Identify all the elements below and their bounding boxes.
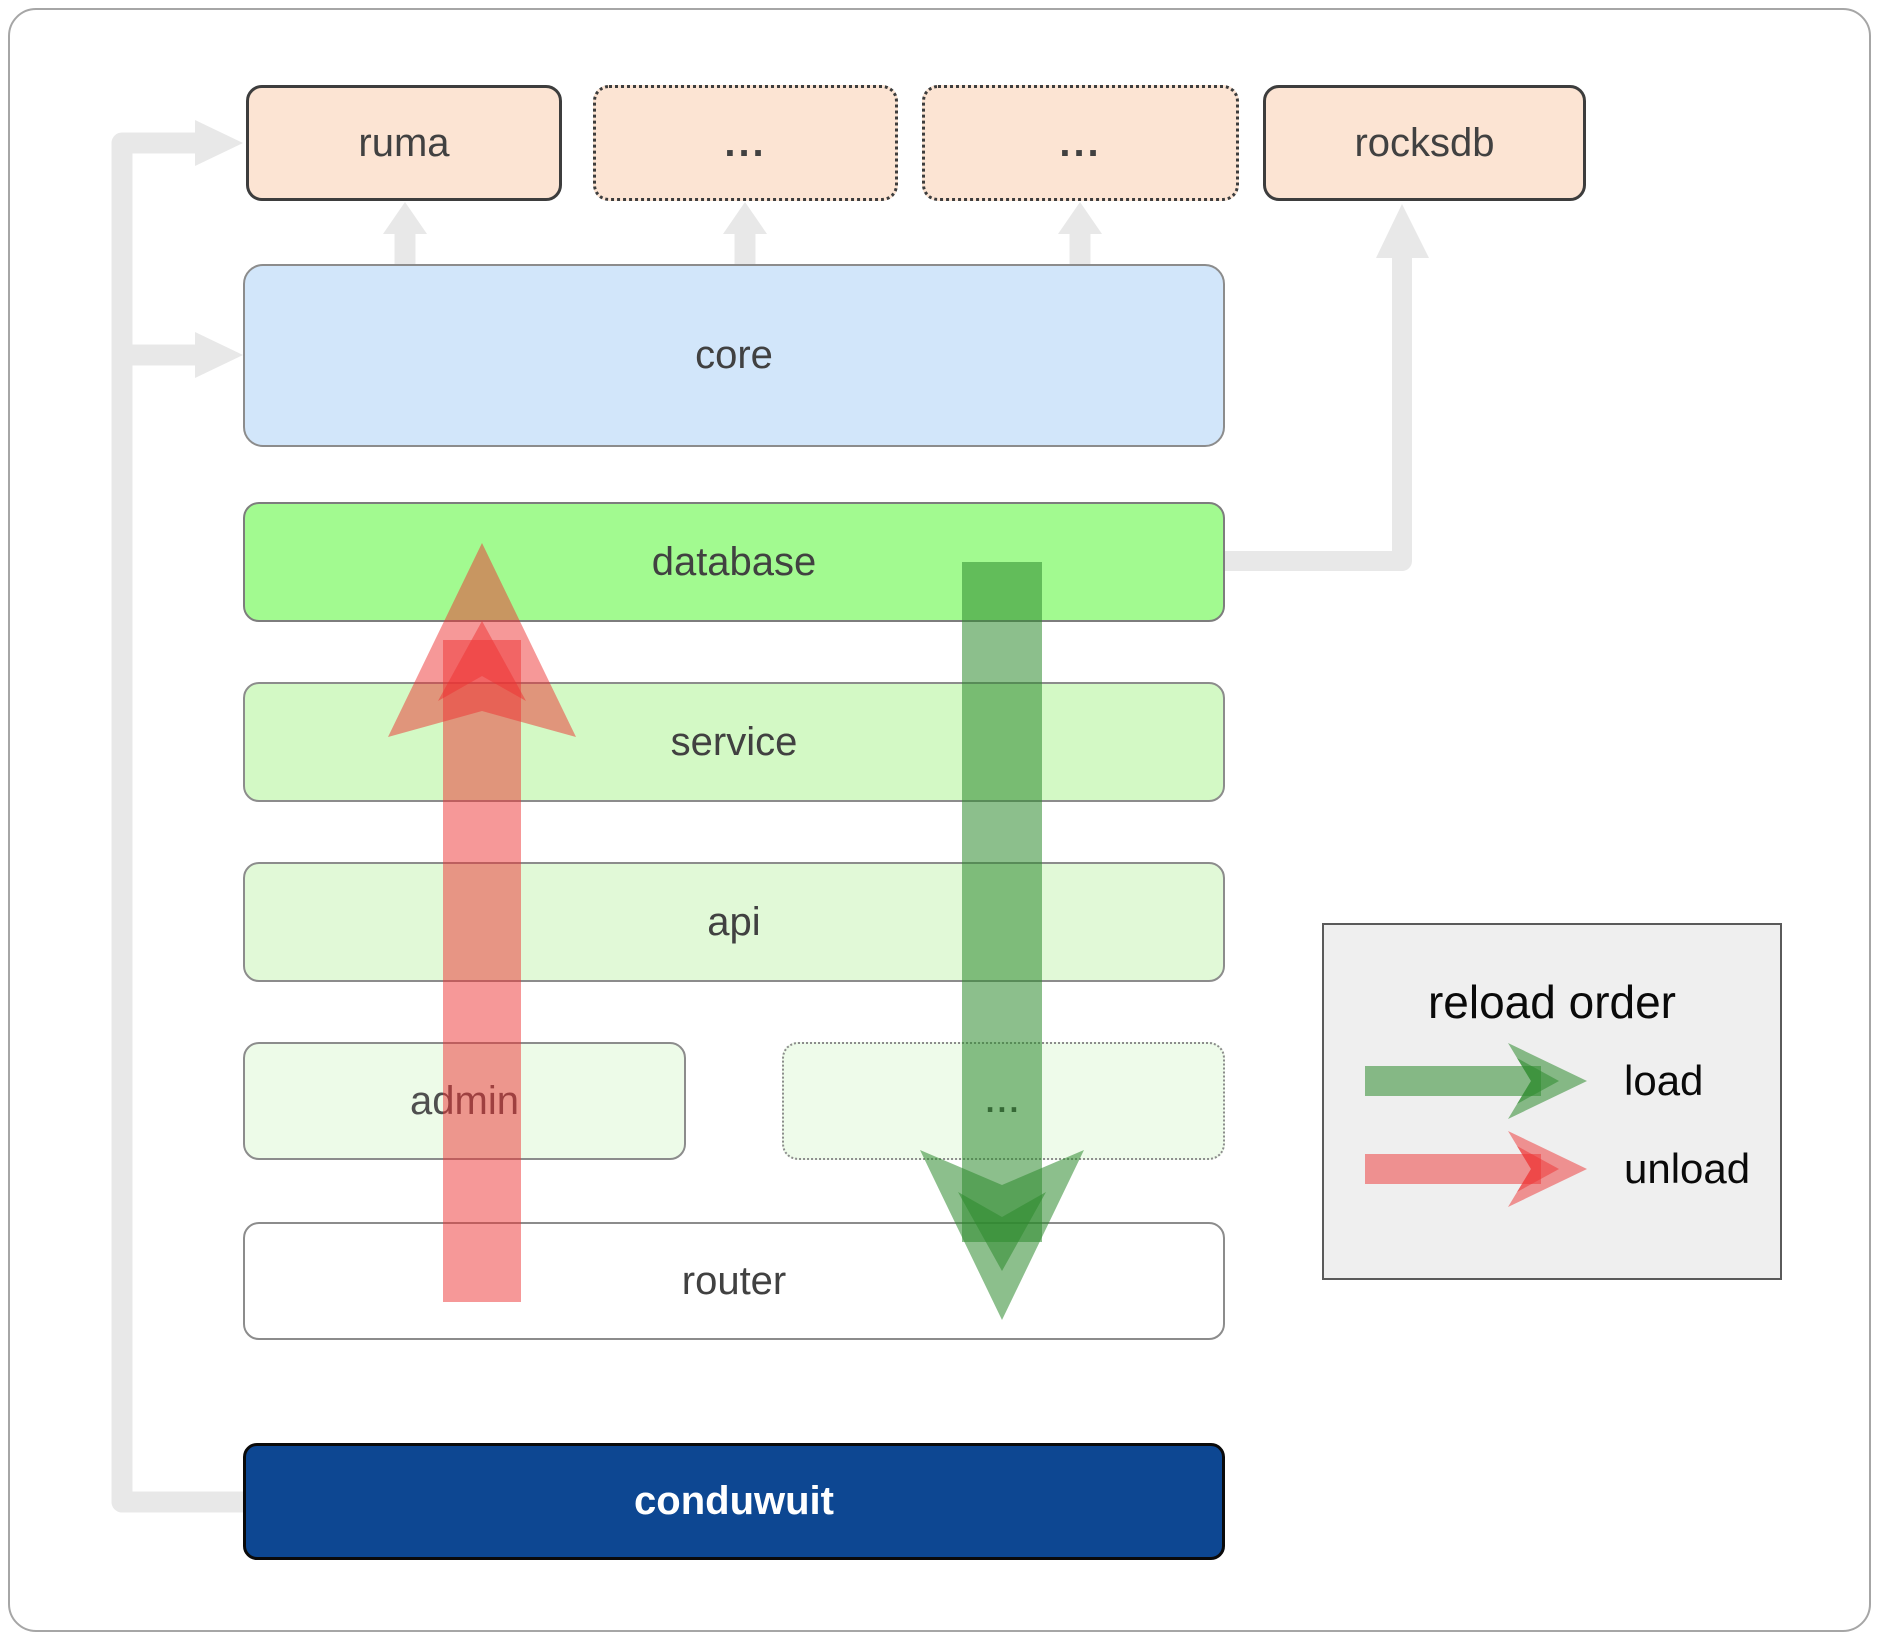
legend-unload-arrow	[1365, 1131, 1587, 1207]
diagram-outer-frame	[8, 8, 1871, 1632]
legend-unload-arrow-shaft	[1365, 1154, 1541, 1184]
node-database-label: database	[651, 539, 817, 584]
node-core-label: core	[695, 333, 773, 377]
legend-load-arrowhead-icon	[1508, 1043, 1587, 1119]
node-service: service	[243, 682, 1225, 802]
node-rocksdb-label: rocksdb	[1354, 120, 1495, 165]
node-ellipsis-middle-label: ...	[985, 1082, 1022, 1119]
node-rocksdb: rocksdb	[1263, 85, 1586, 201]
legend-load-arrow-marker-icon	[1517, 1058, 1559, 1104]
node-service-label: service	[670, 719, 798, 764]
node-admin: admin	[243, 1042, 686, 1160]
legend-load-arrow	[1365, 1043, 1587, 1119]
node-database: database	[243, 502, 1225, 622]
node-ellipsis-top-left-label: ...	[724, 120, 767, 165]
node-api-label: api	[707, 899, 761, 944]
node-api: api	[243, 862, 1225, 982]
legend-panel: reload order load unload	[1322, 923, 1782, 1280]
node-ellipsis-top-left: ...	[593, 85, 898, 201]
node-ruma-label: ruma	[358, 120, 450, 165]
node-ellipsis-top-right-label: ...	[1059, 120, 1102, 165]
node-router-label: router	[681, 1258, 787, 1303]
node-ruma: ruma	[246, 85, 562, 201]
node-conduwuit: conduwuit	[243, 1443, 1225, 1560]
node-admin-label: admin	[410, 1078, 519, 1123]
legend-unload-arrowhead-icon	[1508, 1131, 1587, 1207]
node-core: core	[243, 264, 1225, 447]
legend-load-arrow-shaft	[1365, 1066, 1541, 1096]
node-ellipsis-top-right: ...	[922, 85, 1239, 201]
legend-label-unload: unload	[1624, 1145, 1751, 1192]
node-conduwuit-label: conduwuit	[634, 1479, 834, 1523]
legend-title: reload order	[1427, 976, 1677, 1028]
legend-unload-arrow-marker-icon	[1517, 1146, 1559, 1192]
node-ellipsis-middle: ...	[782, 1042, 1225, 1160]
node-router: router	[243, 1222, 1225, 1340]
legend-label-load: load	[1624, 1057, 1704, 1104]
